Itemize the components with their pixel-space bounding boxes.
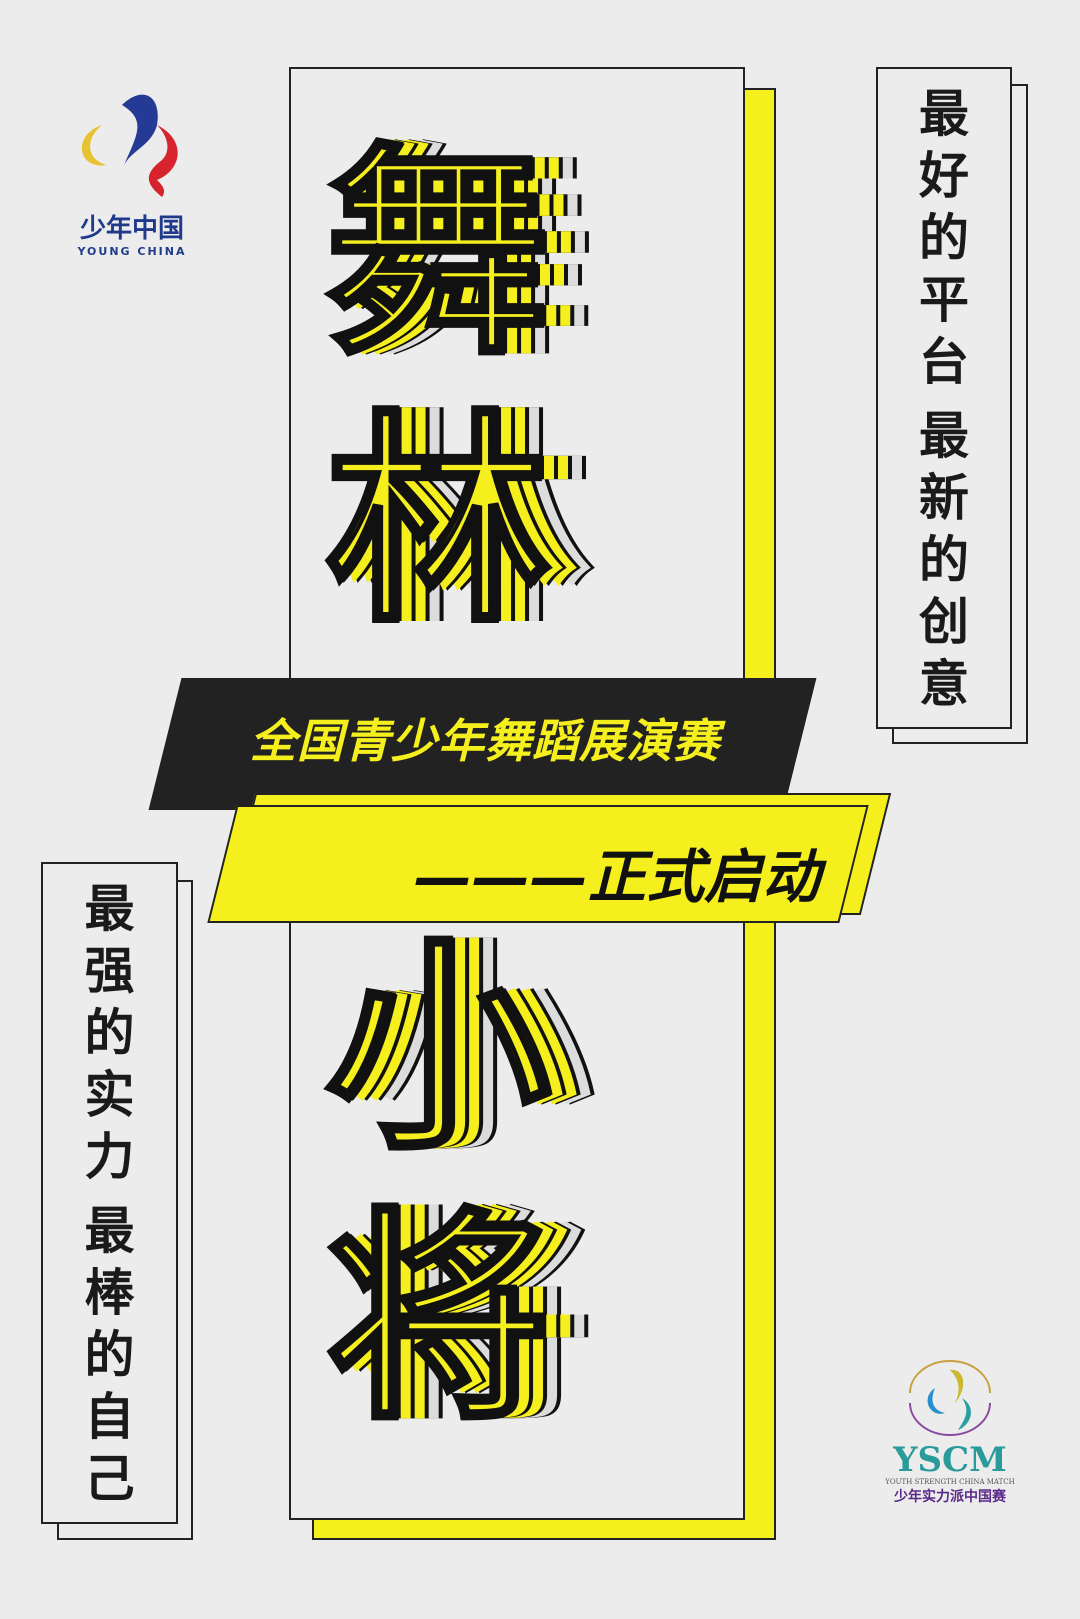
title-char-jiang: 将 (323, 1189, 552, 1451)
title-char-wu: 舞 (323, 124, 552, 386)
yscm-abbr: YSCM (893, 1440, 1007, 1480)
slogan-char: 强 (84, 942, 135, 1000)
slogan-char: 台 (919, 333, 969, 391)
event-name: 全国青少年舞蹈展演赛 (250, 714, 720, 768)
yscm-cn: 少年实力派中国赛 (894, 1489, 1006, 1505)
slogan-char: 的 (84, 1326, 135, 1384)
yscm-en: YOUTH STRENGTH CHINA MATCH (885, 1478, 1015, 1486)
slogan-char: 的 (84, 1004, 135, 1062)
slogan-char: 好 (919, 147, 969, 205)
slogan-char: 平 (919, 271, 969, 329)
slogan-char: 创 (919, 593, 969, 651)
slogan-char: 棒 (84, 1264, 135, 1322)
slogan-char: 的 (919, 531, 969, 589)
young-china-cn: 少年中国 (79, 214, 184, 244)
slogan-char: 最 (919, 85, 969, 143)
slogan-char: 最 (84, 880, 135, 938)
right-slogan-box: 最 好 的 平 台 最 新 的 创 意 (876, 67, 1012, 729)
slogan-char: 新 (919, 469, 969, 527)
slogan-char: 力 (84, 1128, 135, 1186)
young-china-emblem-icon (81, 94, 178, 197)
left-slogan-box: 最 强 的 实 力 最 棒 的 自 己 (41, 862, 178, 1524)
slogan-char: 己 (84, 1450, 135, 1508)
slogan-char: 意 (919, 655, 969, 713)
young-china-logo: 少年中国 YOUNG CHINA (62, 85, 202, 265)
title-char-xiao: 小 (323, 919, 552, 1181)
slogan-char: 实 (84, 1066, 135, 1124)
yscm-logo: YSCM YOUTH STRENGTH CHINA MATCH 少年实力派中国赛 (875, 1358, 1025, 1518)
slogan-char: 的 (919, 209, 969, 267)
slogan-char: 最 (84, 1202, 135, 1260)
slogan-char: 最 (919, 407, 969, 465)
slogan-char: 自 (84, 1388, 135, 1446)
title-char-lin: 林 (323, 392, 552, 654)
yscm-emblem-icon (909, 1360, 991, 1436)
launch-text: ———正式启动 (413, 843, 820, 911)
young-china-en: YOUNG CHINA (77, 245, 187, 258)
